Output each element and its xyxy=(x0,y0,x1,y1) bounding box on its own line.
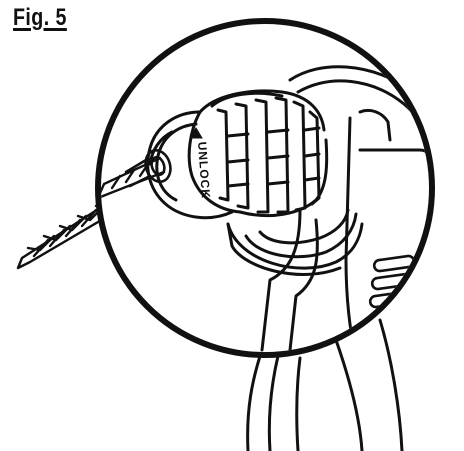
drill-handle xyxy=(246,318,404,451)
figure-label: Fig. 5 xyxy=(13,4,67,31)
magnified-view-circle xyxy=(95,18,435,358)
chuck-collar xyxy=(187,89,329,218)
chuck-nose xyxy=(146,110,234,220)
unlock-marking: UNLOCK xyxy=(195,141,213,199)
triangle-up-icon xyxy=(189,127,203,139)
drill-bit xyxy=(101,156,166,200)
